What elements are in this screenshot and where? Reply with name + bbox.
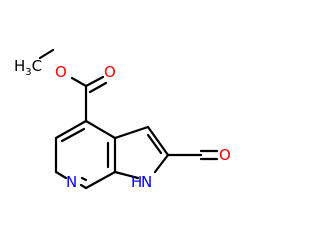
bond-c6-n xyxy=(54,170,68,180)
pyrrole-nitrogen-label: N xyxy=(141,173,152,191)
bond-c3-c2 xyxy=(146,125,170,157)
bond-ester-o-carbonyl-c xyxy=(70,76,88,88)
carbonyl-oxygen-label: O xyxy=(104,63,116,81)
bond-n1-c7a xyxy=(113,170,140,180)
structure-diagram: H3C O O N N H O xyxy=(14,48,231,191)
pyridine-nitrogen-label: N xyxy=(66,173,77,191)
aldehyde-oxygen-label: O xyxy=(219,146,231,164)
bond-n-c7-inner xyxy=(80,176,88,182)
bond-methyl-ester-o xyxy=(38,48,55,60)
bond-c7-c7a xyxy=(84,170,117,190)
bond-c4-c5-inner xyxy=(60,127,86,143)
bonds xyxy=(38,48,219,190)
bond-c3a-c4 xyxy=(84,119,117,140)
bond-c3-c2-inner xyxy=(146,133,163,155)
bond-carbonyl-double-a xyxy=(84,75,105,88)
bond-c2-n1 xyxy=(153,153,170,174)
ester-oxygen-label: O xyxy=(55,63,67,81)
methyl-label: H3C xyxy=(14,57,42,78)
pyrrole-hydrogen-label: H xyxy=(131,173,142,191)
bond-c3a-c3 xyxy=(113,125,150,140)
atom-labels: H3C O O N N H O xyxy=(14,57,231,191)
bond-c4-c5 xyxy=(54,119,88,140)
bond-carbonyl-double-b xyxy=(88,81,108,94)
